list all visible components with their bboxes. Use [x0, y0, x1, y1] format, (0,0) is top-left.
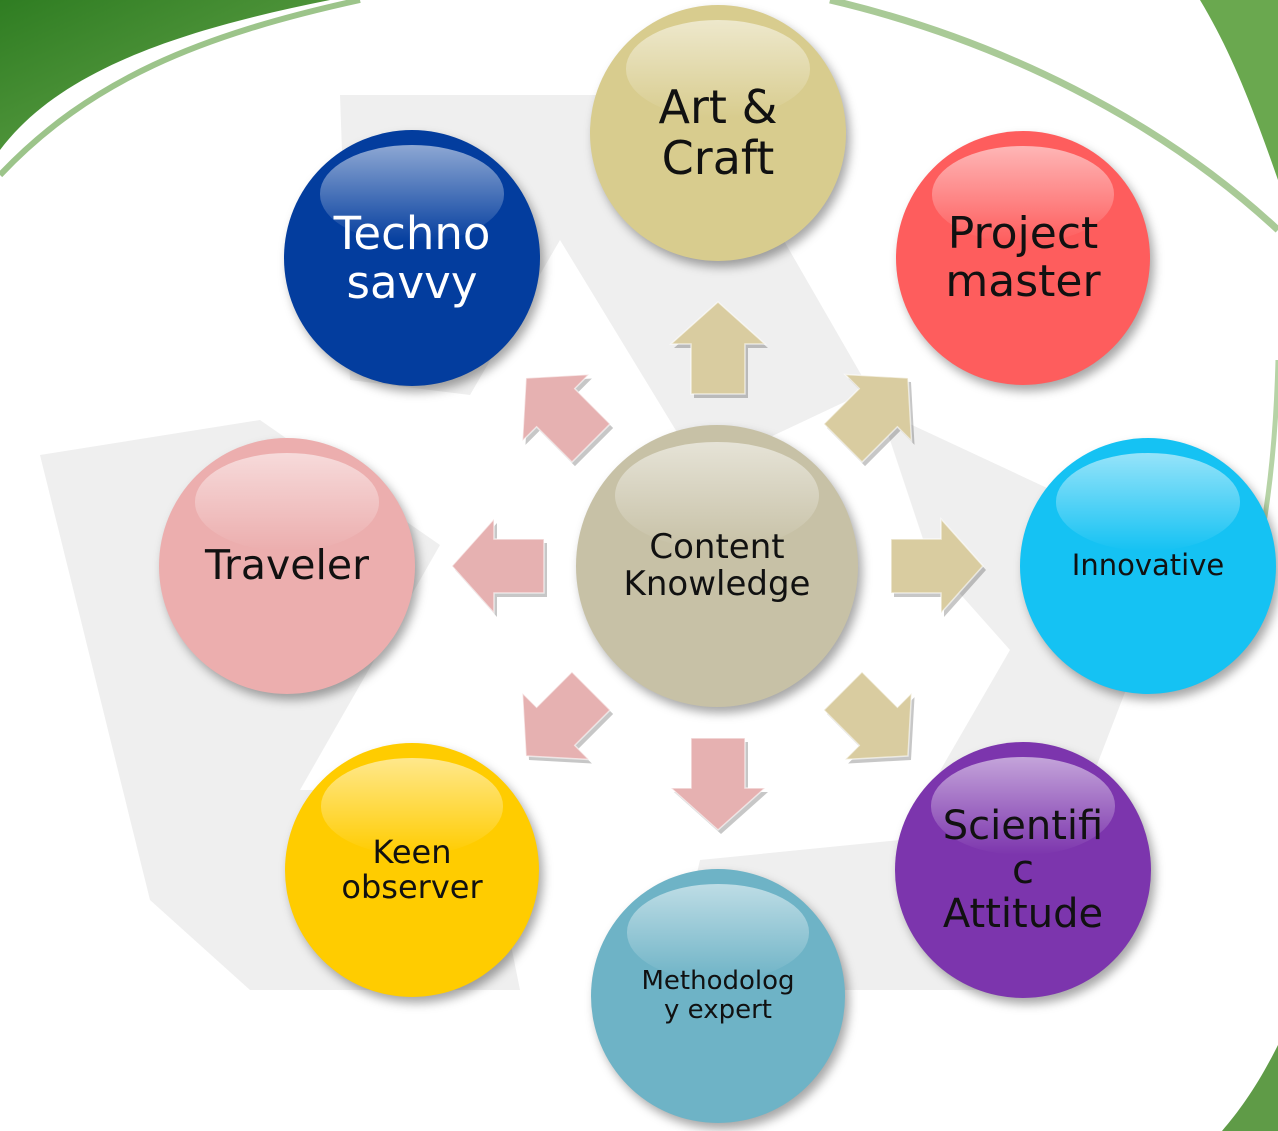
node-art-craft-label: Art & Craft — [658, 80, 778, 185]
node-innovative: Innovative — [1020, 438, 1276, 694]
node-techno-savvy: Techno savvy — [284, 130, 540, 386]
node-methodology-expert-label: Methodolog y expert — [641, 966, 795, 1025]
green-arc-decoration — [829, 0, 1278, 233]
node-innovative-label: Innovative — [1071, 548, 1225, 583]
node-scientific-attitude: Scientifi c Attitude — [895, 742, 1151, 998]
arrow-down-left — [521, 670, 612, 761]
arrow-up-right — [822, 373, 913, 464]
node-project-master-label: Project master — [945, 207, 1101, 307]
arrow-up — [669, 300, 767, 395]
center-node-label: Content Knowledge — [623, 526, 811, 604]
node-traveler-label: Traveler — [205, 541, 369, 590]
node-keen-observer-label: Keen observer — [341, 832, 483, 906]
arrow-down — [669, 737, 767, 832]
arrow-right — [890, 517, 985, 615]
center-node: Content Knowledge — [576, 425, 858, 707]
arrow-down-right — [822, 670, 913, 761]
node-methodology-expert: Methodolog y expert — [591, 869, 845, 1123]
node-art-craft: Art & Craft — [590, 5, 846, 261]
node-techno-savvy-label: Techno savvy — [333, 206, 491, 309]
green-corner-swoosh — [0, 0, 330, 150]
arrow-up-left — [521, 373, 612, 464]
node-traveler: Traveler — [159, 438, 415, 694]
node-keen-observer: Keen observer — [285, 743, 539, 997]
arrow-left — [450, 517, 545, 615]
node-scientific-attitude-label: Scientifi c Attitude — [942, 803, 1104, 937]
node-project-master: Project master — [896, 131, 1150, 385]
